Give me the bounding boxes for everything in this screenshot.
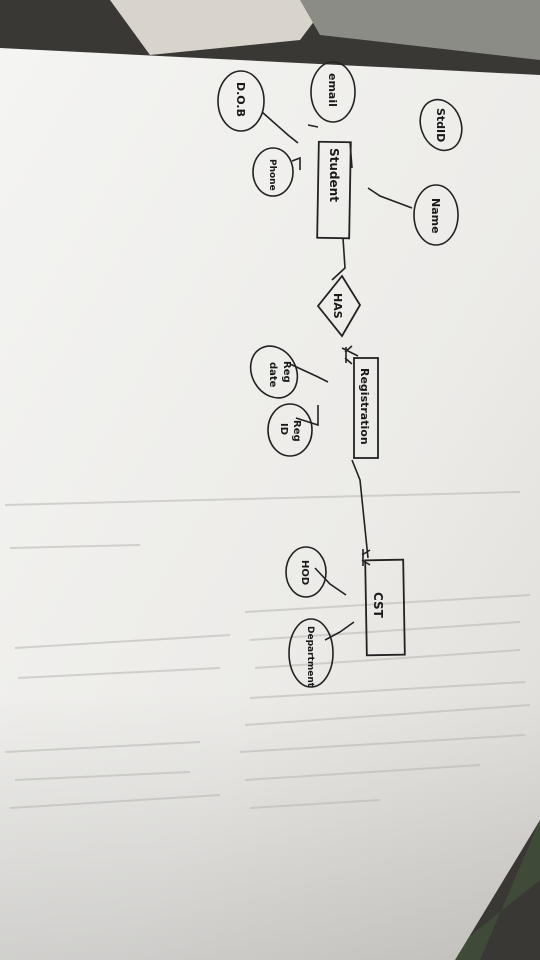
- background-object: [300, 0, 540, 60]
- attribute-department-label: Department: [305, 626, 315, 688]
- attribute-reg-date-label-2: date: [267, 362, 278, 388]
- attribute-stdid: StdID: [419, 98, 463, 152]
- attribute-reg-date-label-1: Reg: [281, 361, 292, 383]
- attribute-department: Department: [288, 618, 334, 688]
- attribute-reg-id-label-2: ID: [278, 423, 289, 435]
- attribute-dob: D.O.B: [217, 70, 265, 132]
- attribute-name-label: Name: [429, 198, 442, 234]
- connectors: [261, 111, 413, 641]
- entity-cst-label: CST: [371, 592, 385, 619]
- line-email: [307, 124, 319, 128]
- line-hod: [314, 567, 347, 596]
- line-has-registration: [341, 347, 359, 357]
- line-regdate: [289, 363, 329, 383]
- attribute-reg-id: Reg ID: [267, 403, 313, 457]
- attribute-reg-id-label-1: Reg: [291, 420, 302, 442]
- line-regid: [295, 405, 319, 427]
- line-phone: [291, 156, 301, 170]
- entity-student: Student: [316, 140, 352, 240]
- attribute-dob-label: D.O.B: [234, 82, 247, 117]
- attribute-hod-label: HOD: [299, 560, 310, 585]
- attribute-phone: Phone: [252, 147, 294, 197]
- attribute-name: Name: [413, 184, 459, 246]
- attribute-stdid-label: StdID: [434, 108, 447, 142]
- attribute-reg-date: Reg date: [249, 345, 299, 399]
- relationship-has-label: HAS: [331, 293, 344, 319]
- mark-registration-left: [344, 345, 353, 365]
- entity-registration-label: Registration: [358, 368, 371, 445]
- paper-shadow: [0, 690, 540, 960]
- entity-cst: CST: [364, 558, 406, 657]
- attribute-phone-label: Phone: [267, 159, 277, 191]
- entity-student-label: Student: [327, 148, 341, 202]
- line-dob: [261, 111, 299, 144]
- paper-stack-top: [110, 0, 330, 55]
- attribute-email-label: email: [326, 73, 339, 107]
- attribute-email: email: [310, 61, 356, 123]
- attribute-hod: HOD: [285, 546, 327, 598]
- line-student-has: [331, 237, 346, 281]
- line-registration-cst: [351, 459, 369, 559]
- line-name: [367, 187, 413, 209]
- bleed-through-marks: [4, 491, 531, 809]
- entity-registration: Registration: [353, 357, 379, 459]
- relationship-has: HAS: [316, 274, 362, 338]
